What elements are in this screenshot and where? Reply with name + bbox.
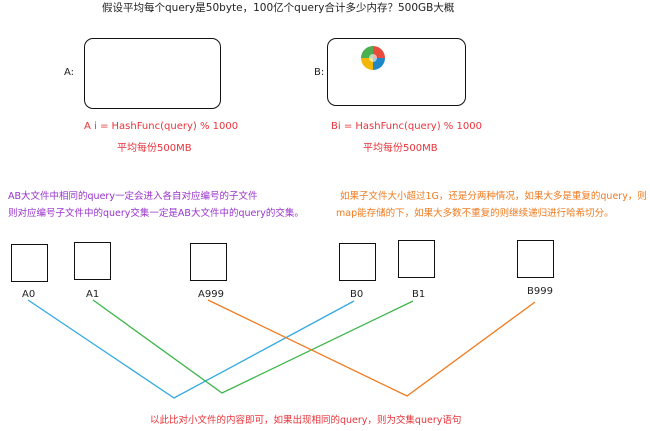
file-a-average: 平均每份500MB [117,143,192,154]
header-text: 假设平均每个query是50byte，100亿个query合计多少内存？500G… [102,2,455,14]
connector-a999-b999 [207,299,536,397]
subfile-a999-box [190,243,227,281]
file-b-box [327,38,466,106]
subfile-a1-box [74,242,111,280]
file-b-average: 平均每份500MB [363,143,438,154]
file-a-box [84,38,221,109]
subfile-a1-label: A1 [86,289,100,300]
pie-logo-icon [361,46,385,70]
subfile-b1-label: B1 [412,289,426,300]
note-right-line1: 如果子文件大小超过1G，还是分两种情况，如果大多是重复的query，则 [340,191,647,202]
subfile-a0-box [11,244,48,282]
subfile-a999-label: A999 [198,289,224,300]
note-right-line2: map能存储的下，如果大多数不重复的则继续递归进行哈希切分。 [336,208,614,219]
note-left-line1: AB大文件中相同的query一定会进入各自对应编号的子文件 [8,191,258,202]
connector-a0-b0 [27,299,355,399]
note-left-line2: 则对应编号子文件中的query交集一定是AB大文件中的query的交集。 [8,208,304,219]
file-b-label: B: [314,67,325,78]
file-a-formula: A i = HashFunc(query) % 1000 [84,121,239,132]
subfile-b0-box [339,243,376,281]
file-a-label: A: [64,67,75,78]
subfile-b999-label: B999 [527,286,553,297]
subfile-b1-box [398,240,435,278]
subfile-b0-label: B0 [350,289,364,300]
footer-text: 以此比对小文件的内容即可，如果出现相同的query，则为交集query语句 [150,415,462,426]
subfile-a0-label: A0 [22,289,36,300]
file-b-formula: Bi = HashFunc(query) % 1000 [331,121,482,132]
connector-a1-b1 [92,299,414,394]
subfile-b999-box [517,240,554,278]
